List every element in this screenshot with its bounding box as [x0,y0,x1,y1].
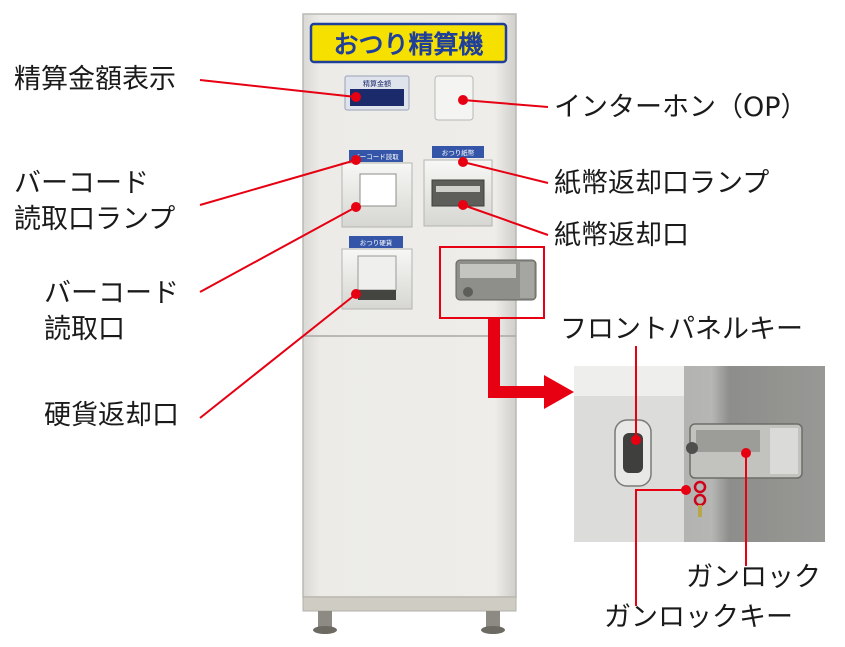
label-barcode-lamp-line1: バーコード [14,168,149,199]
label-amount-display: 精算金額表示 [14,64,176,95]
label-front-panel-key: フロントパネルキー [560,314,803,345]
amount-display: 精算金額 [344,75,410,111]
coin-return: おつり硬貨 [341,236,413,310]
bill-return: おつり紙幣 [423,146,493,227]
label-coin-return: 硬貨返却口 [44,400,179,431]
intercom-panel[interactable] [434,75,474,121]
label-barcode-reader-line2: 読取口 [44,314,125,345]
bill-slot-label: おつり紙幣 [442,148,475,157]
pointer-dots [351,92,751,495]
label-gun-lock: ガンロック [686,562,821,593]
coin-slot-label: おつり硬貨 [360,238,393,247]
barcode-reader: バーコード読取 [341,150,413,228]
label-barcode-lamp-line2: 読取口ランプ [14,204,176,235]
machine-title-banner: おつり精算機 [309,22,508,64]
gun-lock-small [455,259,537,301]
label-bill-return: 紙幣返却口 [554,220,689,251]
barcode-slot-label: バーコード読取 [353,152,399,161]
inset-photo [574,366,825,542]
zoom-arrow [488,318,574,409]
label-barcode-reader-line1: バーコード [44,278,179,309]
display-label: 精算金額 [363,79,391,88]
label-gun-lock-key: ガンロックキー [604,602,793,633]
label-bill-return-lamp: 紙幣返却口ランプ [554,168,770,199]
change-machine [302,13,517,634]
machine-title: おつり精算機 [333,30,483,59]
label-intercom: インターホン（OP） [554,92,808,123]
leader-lines [199,79,747,606]
